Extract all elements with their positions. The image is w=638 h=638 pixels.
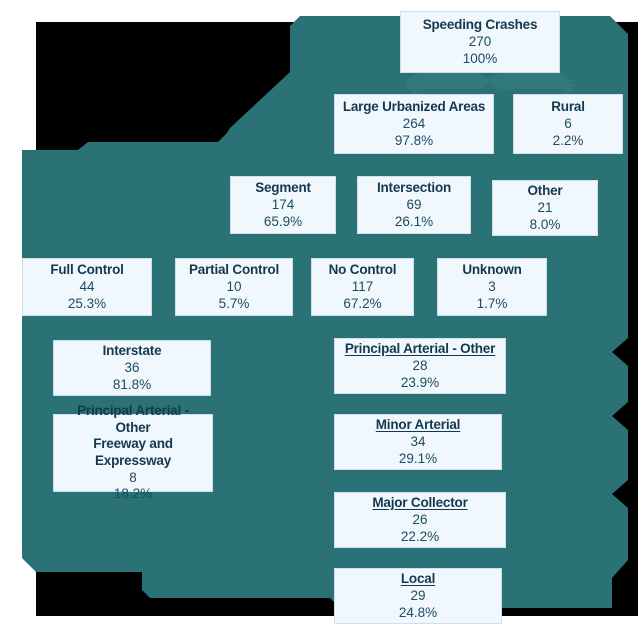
node-percent: 5.7%	[218, 295, 250, 311]
node-count: 117	[351, 279, 374, 295]
connector-tip-rural	[558, 84, 576, 95]
node-count: 3	[488, 279, 496, 295]
node-title: Principal Arterial - Other	[344, 340, 496, 356]
node-percent: 2.2%	[552, 132, 584, 148]
node-title: Other	[527, 182, 563, 198]
node-count: 44	[79, 279, 95, 295]
node-percent: 65.9%	[263, 213, 303, 229]
node-count: 264	[402, 116, 426, 132]
node-count: 28	[412, 358, 428, 374]
node-title: Local	[400, 570, 436, 586]
node-title: Major Collector	[372, 494, 468, 510]
node-title: Interstate	[102, 342, 162, 358]
node-title: Principal Arterial - Other Freeway and E…	[77, 403, 189, 468]
node-count: 21	[537, 200, 553, 216]
node-count: 270	[468, 34, 492, 50]
node-title: Full Control	[50, 261, 124, 277]
node-percent: 1.7%	[476, 295, 508, 311]
node-percent: 25.3%	[67, 295, 107, 311]
node-count: 34	[410, 434, 426, 450]
node-count: 69	[406, 197, 422, 213]
node-percent: 24.8%	[398, 604, 438, 620]
node-title: Segment	[255, 179, 311, 195]
node-percent: 81.8%	[112, 376, 152, 392]
node-count: 26	[412, 512, 428, 528]
node-title: Large Urbanized Areas	[342, 98, 486, 114]
node-percent: 97.8%	[394, 132, 434, 148]
node-percent: 29.1%	[398, 450, 438, 466]
connector-tip-large-urbanized-areas	[405, 84, 423, 95]
node-count: 8	[129, 469, 137, 485]
node-percent: 18.2%	[113, 486, 153, 502]
node-title: Unknown	[462, 261, 522, 277]
node-percent: 22.2%	[400, 528, 440, 544]
node-title: Rural	[551, 98, 585, 114]
connector-root-split-bar	[404, 73, 574, 89]
node-title: Partial Control	[188, 261, 279, 277]
node-title: Intersection	[376, 179, 452, 195]
node-percent: 23.9%	[400, 374, 440, 390]
node-count: 6	[564, 116, 572, 132]
node-title: Minor Arterial	[375, 416, 461, 432]
node-title: Speeding Crashes	[422, 16, 538, 32]
node-percent: 100%	[462, 50, 498, 66]
node-count: 10	[226, 279, 242, 295]
node-count: 29	[410, 588, 426, 604]
node-percent: 8.0%	[529, 216, 561, 232]
node-title: No Control	[328, 261, 397, 277]
node-percent: 67.2%	[343, 295, 382, 311]
node-count: 174	[271, 197, 295, 213]
node-principal-arterial-other-freeway-and-expressway[interactable]: Principal Arterial - Other Freeway and E…	[53, 403, 213, 501]
node-count: 36	[124, 360, 140, 376]
node-percent: 26.1%	[394, 213, 434, 229]
